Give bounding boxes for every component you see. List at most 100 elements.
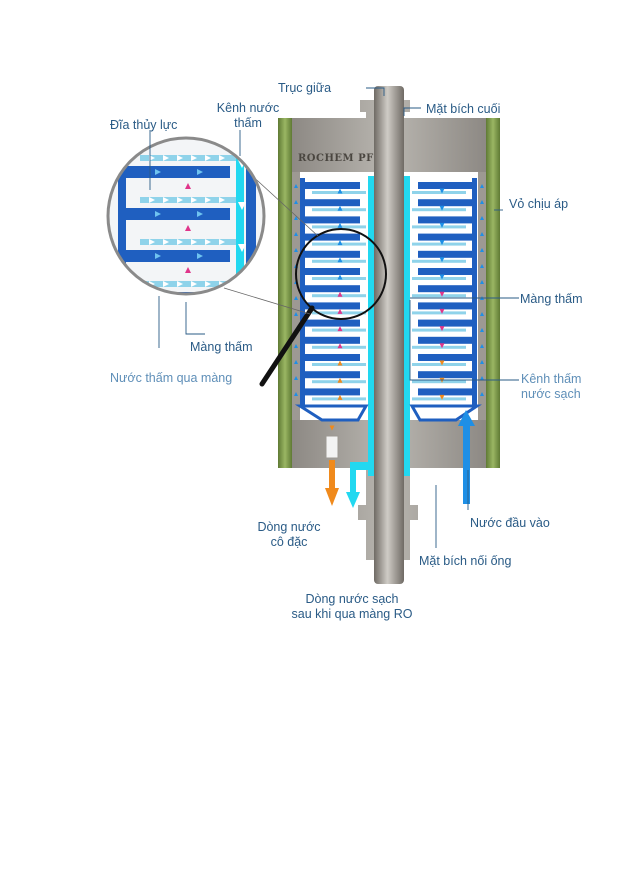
flow-marker [439, 343, 445, 349]
zoom-hydraulic-disc [118, 208, 230, 220]
flow-marker [337, 326, 343, 332]
label-clean-permeate-channel-line1: Kênh thấm [521, 372, 582, 386]
flow-marker [337, 394, 343, 400]
zoom-permeate-marker [185, 267, 191, 273]
hydraulic-disc [418, 216, 474, 224]
zoom-membrane [140, 239, 236, 245]
hydraulic-disc [418, 388, 474, 396]
membrane [412, 363, 466, 366]
flow-marker [439, 274, 445, 280]
zoom-flow-arrow [163, 239, 169, 245]
stack-frame-left [300, 178, 305, 406]
flow-marker [337, 205, 343, 211]
zoom-flow-arrow [163, 197, 169, 203]
zoom-feed-arrow [197, 253, 203, 259]
membrane [412, 397, 466, 401]
stack-base-right [409, 404, 482, 422]
membrane [412, 345, 466, 349]
flow-marker [337, 240, 343, 246]
zoom-feed-arrow [197, 169, 203, 175]
zoom-flow-arrow [163, 281, 169, 287]
hydraulic-disc [418, 233, 474, 241]
feed-flow-marker [480, 232, 484, 236]
feed-flow-marker [480, 280, 484, 284]
feed-flow-marker [294, 216, 298, 220]
label-clean-permeate-channel: Kênh thấm nước sạch [521, 372, 581, 402]
zoom-connector-bottom [223, 287, 311, 315]
zoom-flow-arrow [191, 155, 197, 161]
disc-stack-right [409, 178, 482, 422]
hydraulic-disc [304, 371, 360, 379]
hydraulic-disc [304, 268, 360, 275]
zoom-flow-arrow [219, 239, 225, 245]
membrane [412, 259, 466, 263]
zoom-permeate-channel [236, 140, 244, 290]
membrane [412, 242, 466, 246]
flow-marker [337, 257, 343, 263]
magnifier-loupe [295, 228, 387, 320]
magnifier-handle [259, 305, 315, 387]
label-pressure-vessel: Vỏ chịu áp [509, 197, 569, 211]
label-clean-water-stream: Dòng nước sạch sau khi qua màng RO [282, 592, 422, 622]
flow-marker [439, 205, 445, 211]
hydraulic-disc [304, 216, 360, 224]
zoom-flow-arrow [177, 281, 183, 287]
membrane [412, 225, 466, 229]
zoom-flow-arrow [177, 197, 183, 203]
feed-flow-marker [480, 344, 484, 348]
feed-flow-marker [480, 248, 484, 252]
hydraulic-disc [418, 199, 474, 207]
zoom-flow-arrow [191, 197, 197, 203]
zoom-feed-arrow [155, 211, 161, 217]
zoom-flow-arrow [191, 281, 197, 287]
flow-marker [439, 257, 445, 263]
zoom-membrane [140, 155, 236, 161]
flow-marker [337, 222, 343, 228]
zoom-feed-arrow [197, 211, 203, 217]
membrane [412, 294, 466, 298]
hydraulic-disc [304, 182, 360, 189]
stack-base-left [294, 404, 369, 422]
zoom-inner-frame [118, 146, 126, 294]
label-clean-water-stream-line1: Dòng nước sạch [305, 592, 399, 606]
hydraulic-disc [304, 388, 360, 396]
hydraulic-disc [304, 199, 360, 207]
zoom-flow-arrow [205, 197, 211, 203]
feed-flow-marker [480, 264, 484, 268]
membrane [412, 311, 466, 315]
zoom-flow-arrow [177, 155, 183, 161]
flow-marker [439, 308, 445, 314]
zoom-feed-arrow [155, 253, 161, 259]
feed-flow-marker [294, 392, 298, 396]
zoom-down-arrow [238, 244, 246, 252]
zoom-hydraulic-disc [118, 166, 230, 178]
label-clean-water-stream-line2: sau khi qua màng RO [291, 607, 413, 621]
feed-flow-marker [294, 376, 298, 380]
membrane [412, 380, 466, 384]
zoom-outer-frame [246, 140, 256, 290]
hydraulic-disc [418, 319, 474, 327]
zoom-flow-arrow [149, 155, 155, 161]
zoom-feed-arrow [155, 169, 161, 175]
flow-marker [337, 188, 343, 194]
feed-flow-marker [294, 296, 298, 300]
label-hydraulic-disc: Đĩa thủy lực [110, 118, 178, 132]
label-concentrate-stream-line1: Dòng nước [257, 520, 321, 534]
label-permeate-channel: Kênh nước thấm [206, 101, 290, 131]
label-clean-permeate-channel-line2: nước sạch [521, 387, 581, 401]
pressure-vessel-right [486, 118, 500, 468]
feed-flow-marker [294, 184, 298, 188]
zoom-permeate-marker [185, 183, 191, 189]
feed-flow-marker [294, 232, 298, 236]
zoom-inset [106, 136, 266, 296]
zoom-permeate-marker [185, 225, 191, 231]
zoom-connector-top [247, 171, 319, 237]
hydraulic-disc [418, 336, 474, 344]
concentrate-outlet [325, 435, 339, 506]
hydraulic-disc [304, 319, 360, 327]
hydraulic-disc [304, 233, 360, 241]
label-feed-water: Nước đầu vào [470, 516, 550, 530]
hydraulic-disc [418, 354, 474, 361]
permeate-channel-left [368, 176, 374, 476]
